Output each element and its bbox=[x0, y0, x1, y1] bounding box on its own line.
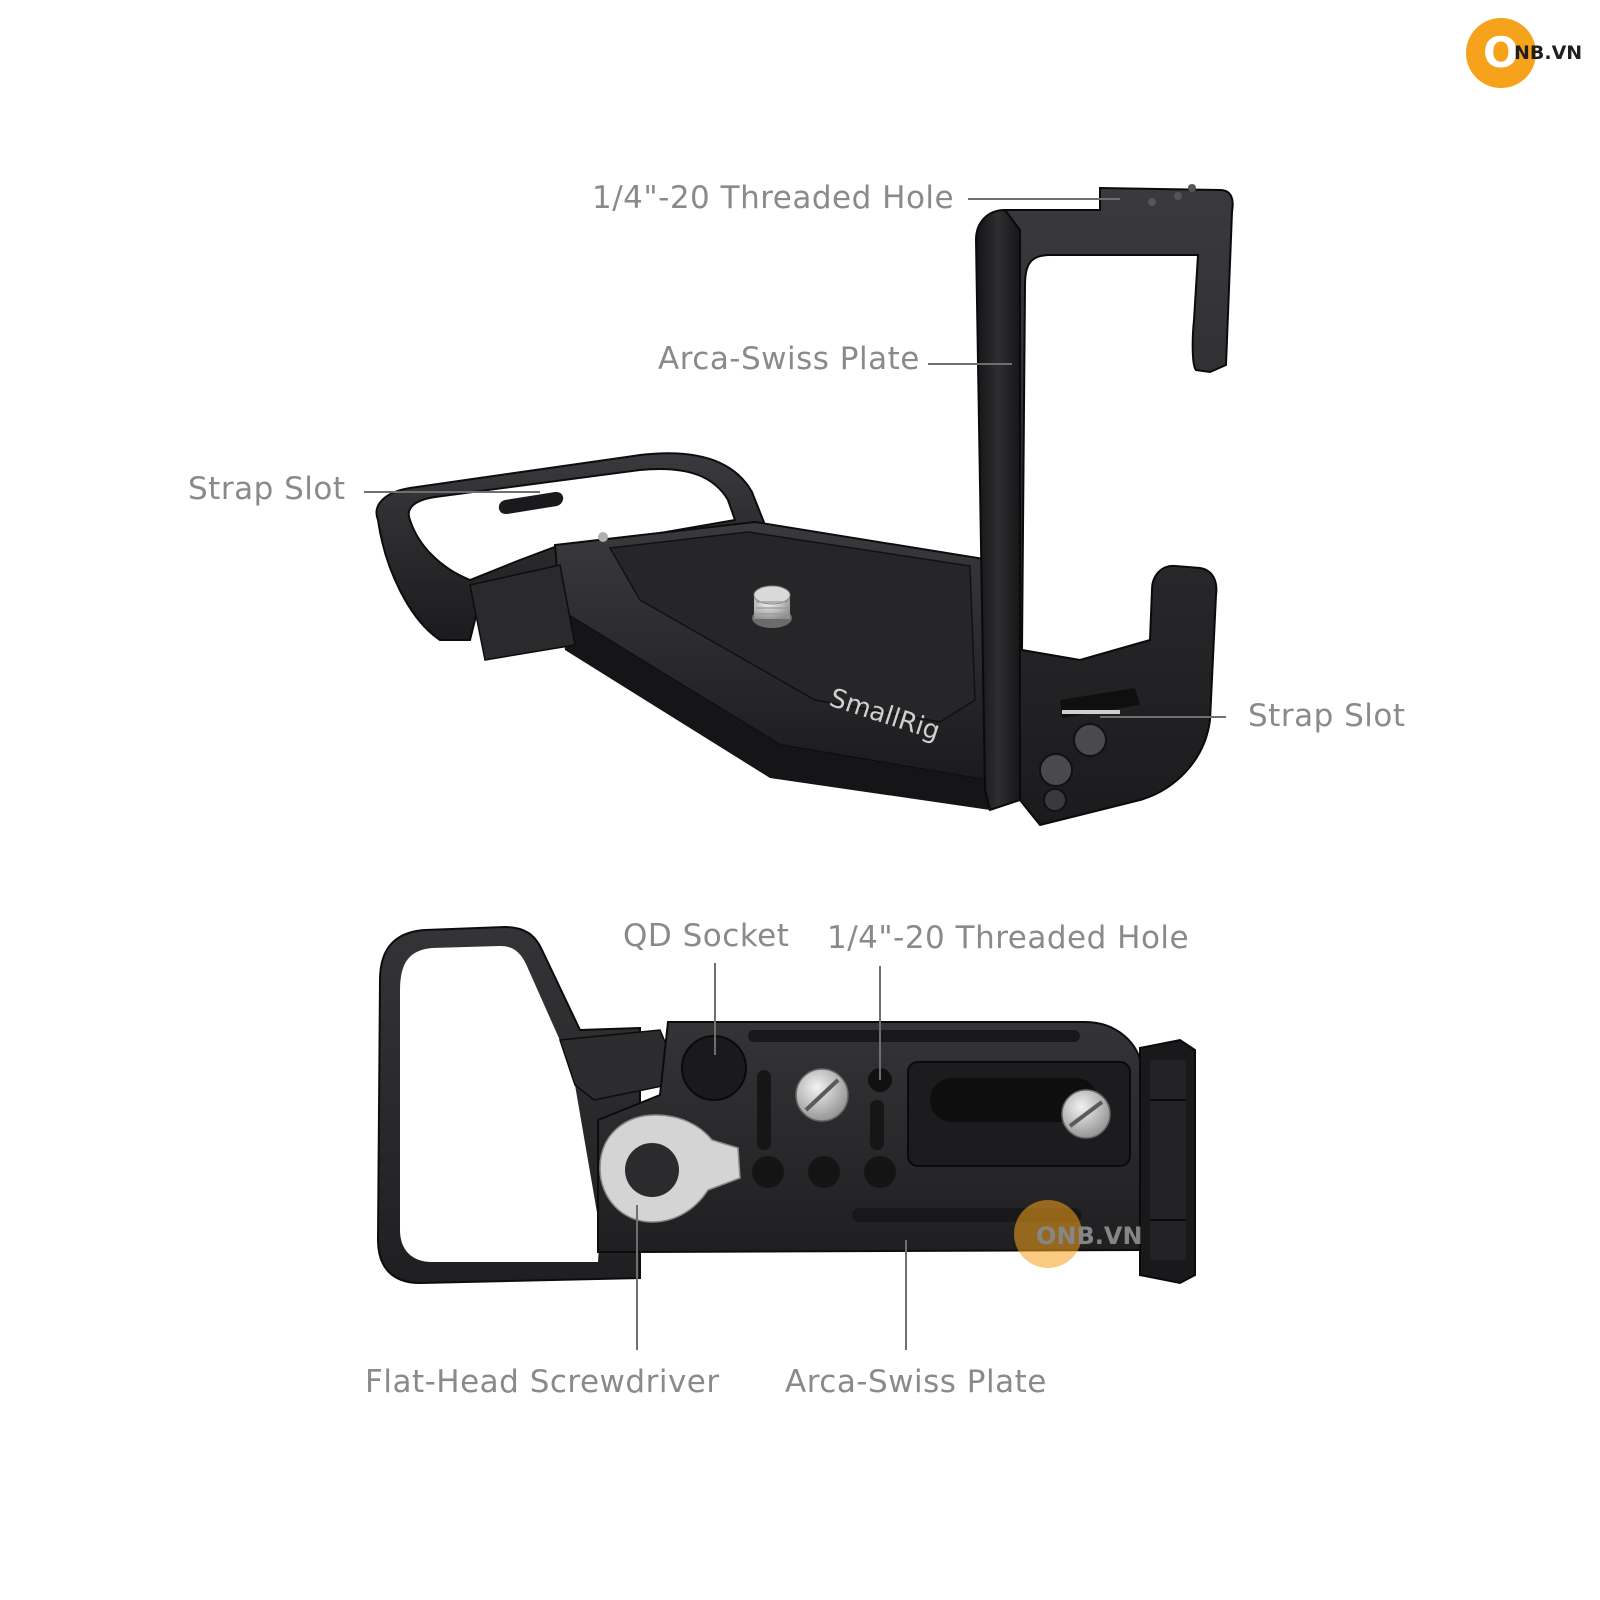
vertical-arm-frame bbox=[1003, 186, 1234, 827]
label-bottom-arca-swiss-plate: Arca-Swiss Plate bbox=[785, 1364, 1047, 1400]
strap-slot-left bbox=[498, 491, 564, 515]
label-top-threaded-hole: 1/4"-20 Threaded Hole bbox=[592, 180, 955, 216]
watermark-text: ONB.VN bbox=[1036, 1222, 1143, 1250]
label-bottom-threaded-hole: 1/4"-20 Threaded Hole bbox=[827, 920, 1190, 956]
l-bracket-perspective: SmallRig bbox=[375, 184, 1234, 827]
pin bbox=[598, 532, 608, 542]
bottom-leader-lines bbox=[636, 963, 907, 1350]
center-screw bbox=[752, 585, 792, 628]
hole-c bbox=[864, 1156, 896, 1188]
hex-screw-1 bbox=[1073, 723, 1107, 757]
underside-grip-cutout bbox=[400, 946, 600, 1262]
mount-screw-groove bbox=[804, 1078, 840, 1112]
logo-text: NB.VN bbox=[1514, 42, 1583, 64]
top-threaded-hole-2 bbox=[1174, 192, 1182, 200]
base-plate-side bbox=[560, 610, 990, 810]
label-right-strap-slot: Strap Slot bbox=[1248, 698, 1406, 734]
long-slot bbox=[930, 1078, 1098, 1122]
arca-groove-top bbox=[748, 1030, 1080, 1042]
top-threaded-hole-1 bbox=[1148, 198, 1156, 206]
l-bracket-underside bbox=[376, 925, 1196, 1285]
grip-lower-lip bbox=[469, 564, 576, 661]
slot-screw-groove bbox=[1068, 1100, 1104, 1128]
logo-letter: O bbox=[1483, 28, 1519, 77]
label-flat-head-screwdriver: Flat-Head Screwdriver bbox=[365, 1364, 720, 1400]
watermark-circle bbox=[1014, 1200, 1082, 1268]
screwdriver-hole bbox=[625, 1143, 679, 1197]
label-qd-socket: QD Socket bbox=[623, 918, 790, 954]
label-left-strap-slot: Strap Slot bbox=[188, 471, 346, 507]
base-plate-raised-pad bbox=[608, 531, 976, 723]
grip-frame-inner-cutout bbox=[407, 468, 737, 582]
label-top-arca-swiss-plate: Arca-Swiss Plate bbox=[658, 341, 920, 377]
watermark: ONB.VN bbox=[1014, 1200, 1143, 1268]
strap-lug-face bbox=[1150, 1060, 1186, 1260]
slot-v1 bbox=[757, 1070, 771, 1150]
hex-screw-3 bbox=[1043, 788, 1067, 812]
top-threaded-hole-3 bbox=[1188, 184, 1196, 192]
underside-grip-arm bbox=[558, 1029, 684, 1101]
hole-a bbox=[752, 1156, 784, 1188]
hex-screw-2 bbox=[1039, 753, 1073, 787]
hole-b bbox=[808, 1156, 840, 1188]
slot-v2 bbox=[870, 1100, 884, 1150]
logo-circle bbox=[1466, 18, 1536, 88]
top-leader-lines bbox=[364, 198, 1226, 718]
site-logo: O NB.VN bbox=[1466, 18, 1586, 90]
vertical-arm-front bbox=[974, 209, 1021, 812]
